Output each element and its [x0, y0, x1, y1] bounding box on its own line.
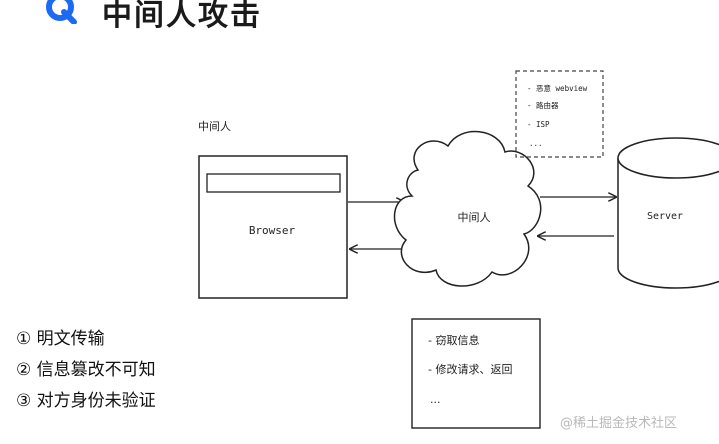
key-point: ① 明文传输 [16, 329, 105, 349]
mitm-type-item: - 恶意 webview [527, 83, 588, 93]
mitm-cloud [393, 130, 542, 287]
mitm-actions-box [411, 318, 541, 429]
key-point: ② 信息篡改不可知 [16, 360, 156, 380]
browser-address-bar [206, 173, 341, 193]
server-label: Server [647, 211, 683, 222]
page-title: 中间人攻击 [102, 0, 262, 33]
cloud-label: 中间人 [458, 211, 491, 224]
server-cylinder: Server [617, 137, 719, 289]
mitm-type-item: - 路由器 [527, 100, 559, 110]
browser-label: Browser [249, 224, 296, 237]
browser-window: Browser [198, 155, 348, 299]
mitm-action-item: ... [430, 393, 441, 406]
mitm-type-item: ... [529, 139, 543, 148]
mitm-action-item: - 修改请求、返回 [428, 362, 512, 376]
watermark: @稀土掘金技术社区 [560, 416, 678, 431]
mitm-label: 中间人 [198, 120, 231, 133]
key-point: ③ 对方身份未验证 [16, 391, 156, 411]
app-logo-icon [46, 0, 77, 24]
key-points-list: ① 明文传输 ② 信息篡改不可知 ③ 对方身份未验证 [16, 324, 156, 417]
mitm-types-box [515, 70, 604, 158]
mitm-action-item: - 窃取信息 [428, 333, 479, 347]
mitm-type-item: - ISP [527, 120, 550, 129]
